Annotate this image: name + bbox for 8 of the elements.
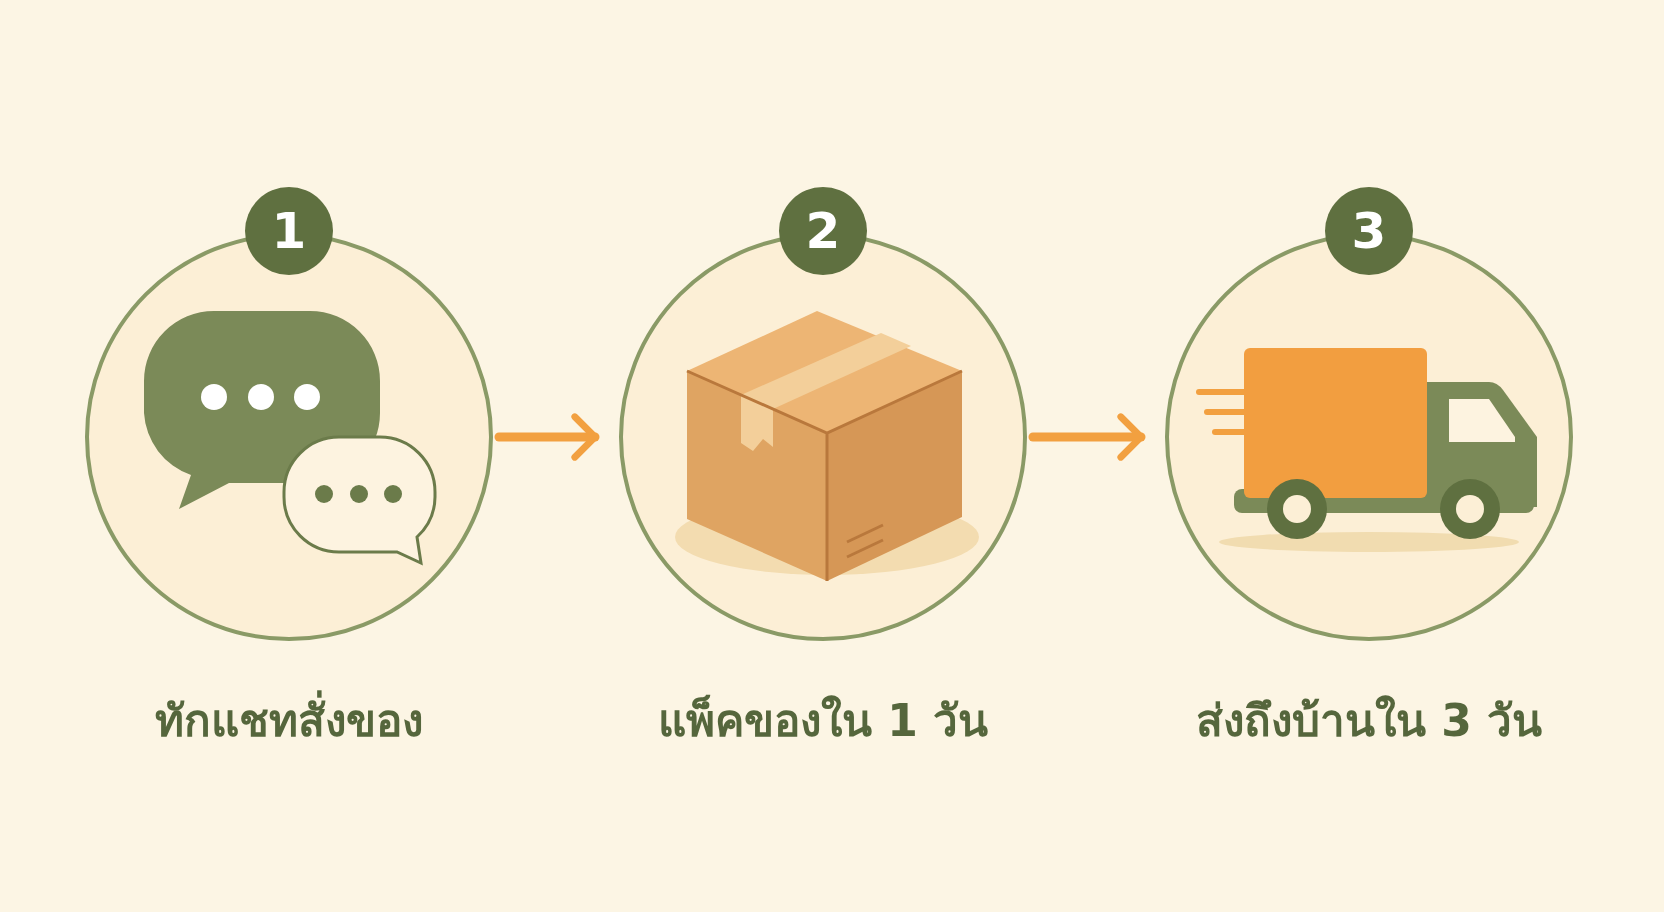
step-caption: ทักแชทสั่งของ bbox=[29, 685, 549, 755]
arrow bbox=[1028, 413, 1146, 461]
step-caption: แพ็คของใน 1 วัน bbox=[656, 693, 990, 748]
arrow bbox=[494, 413, 600, 461]
step-number-badge: 1 bbox=[245, 187, 333, 275]
step-caption: ส่งถึงบ้านใน 3 วัน bbox=[1194, 694, 1544, 748]
step-number-badge: 3 bbox=[1325, 187, 1413, 275]
step-number-badge: 2 bbox=[779, 187, 867, 275]
